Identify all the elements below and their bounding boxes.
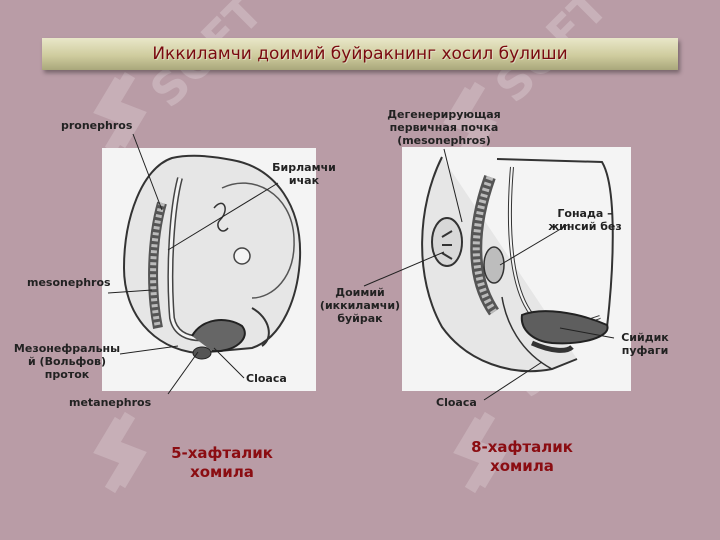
label-mesonephros: mesonephros: [27, 276, 111, 289]
title-bar: Иккиламчи доимий буйракнинг хосил булиши: [42, 38, 678, 70]
label-pronephros: pronephros: [61, 119, 133, 132]
label-urinary-bladder: Сийдик пуфаги: [612, 331, 678, 357]
label-duct-line1: Мезонефральны: [13, 342, 121, 355]
label-gonad-line1: Гонада –: [557, 207, 613, 220]
embryo-8-week-panel: [402, 147, 631, 391]
label-permanent-kidney: Доимий (иккиламчи) буйрак: [313, 286, 407, 325]
label-perm-line2: (иккиламчи): [319, 299, 401, 312]
label-cloaca-right: Cloaca: [436, 396, 477, 409]
caption-5-week: 5-хафталик хомила: [152, 444, 292, 482]
label-gonad: Гонада – жинсий без: [540, 207, 630, 233]
caption-8-week-line1: 8-хафталик: [471, 438, 573, 456]
label-bladder-line2: пуфаги: [621, 344, 669, 357]
label-degen-line1: Дегенерирующая: [387, 108, 501, 121]
label-metanephros: metanephros: [69, 396, 152, 409]
label-perm-line3: буйрак: [337, 312, 383, 325]
label-degenerating-mesonephros: Дегенерирующая первичная почка (mesoneph…: [372, 108, 516, 147]
slide-title: Иккиламчи доимий буйракнинг хосил булиши: [152, 44, 568, 64]
label-gonad-line2: жинсий без: [548, 220, 622, 233]
caption-5-week-line1: 5-хафталик: [171, 444, 273, 462]
caption-8-week-line2: хомила: [490, 457, 554, 475]
label-bladder-line1: Сийдик: [621, 331, 669, 344]
label-degen-line3: (mesonephros): [397, 134, 491, 147]
label-mesonephric-duct: Мезонефральны й (Вольфов) проток: [6, 342, 128, 381]
label-perm-line1: Доимий: [335, 286, 385, 299]
embryo-8-week-illustration: [421, 156, 614, 373]
label-cloaca-left: Cloaca: [246, 372, 287, 385]
caption-5-week-line2: хомила: [190, 463, 254, 481]
label-duct-line3: проток: [44, 368, 90, 381]
label-degen-line2: первичная почка: [389, 121, 499, 134]
label-primary-gut: Бирламчи ичак: [262, 161, 346, 187]
label-duct-line2: й (Вольфов): [28, 355, 106, 368]
label-primary-gut-line2: ичак: [288, 174, 320, 187]
caption-8-week: 8-хафталик хомила: [452, 438, 592, 476]
label-primary-gut-line1: Бирламчи: [272, 161, 336, 174]
